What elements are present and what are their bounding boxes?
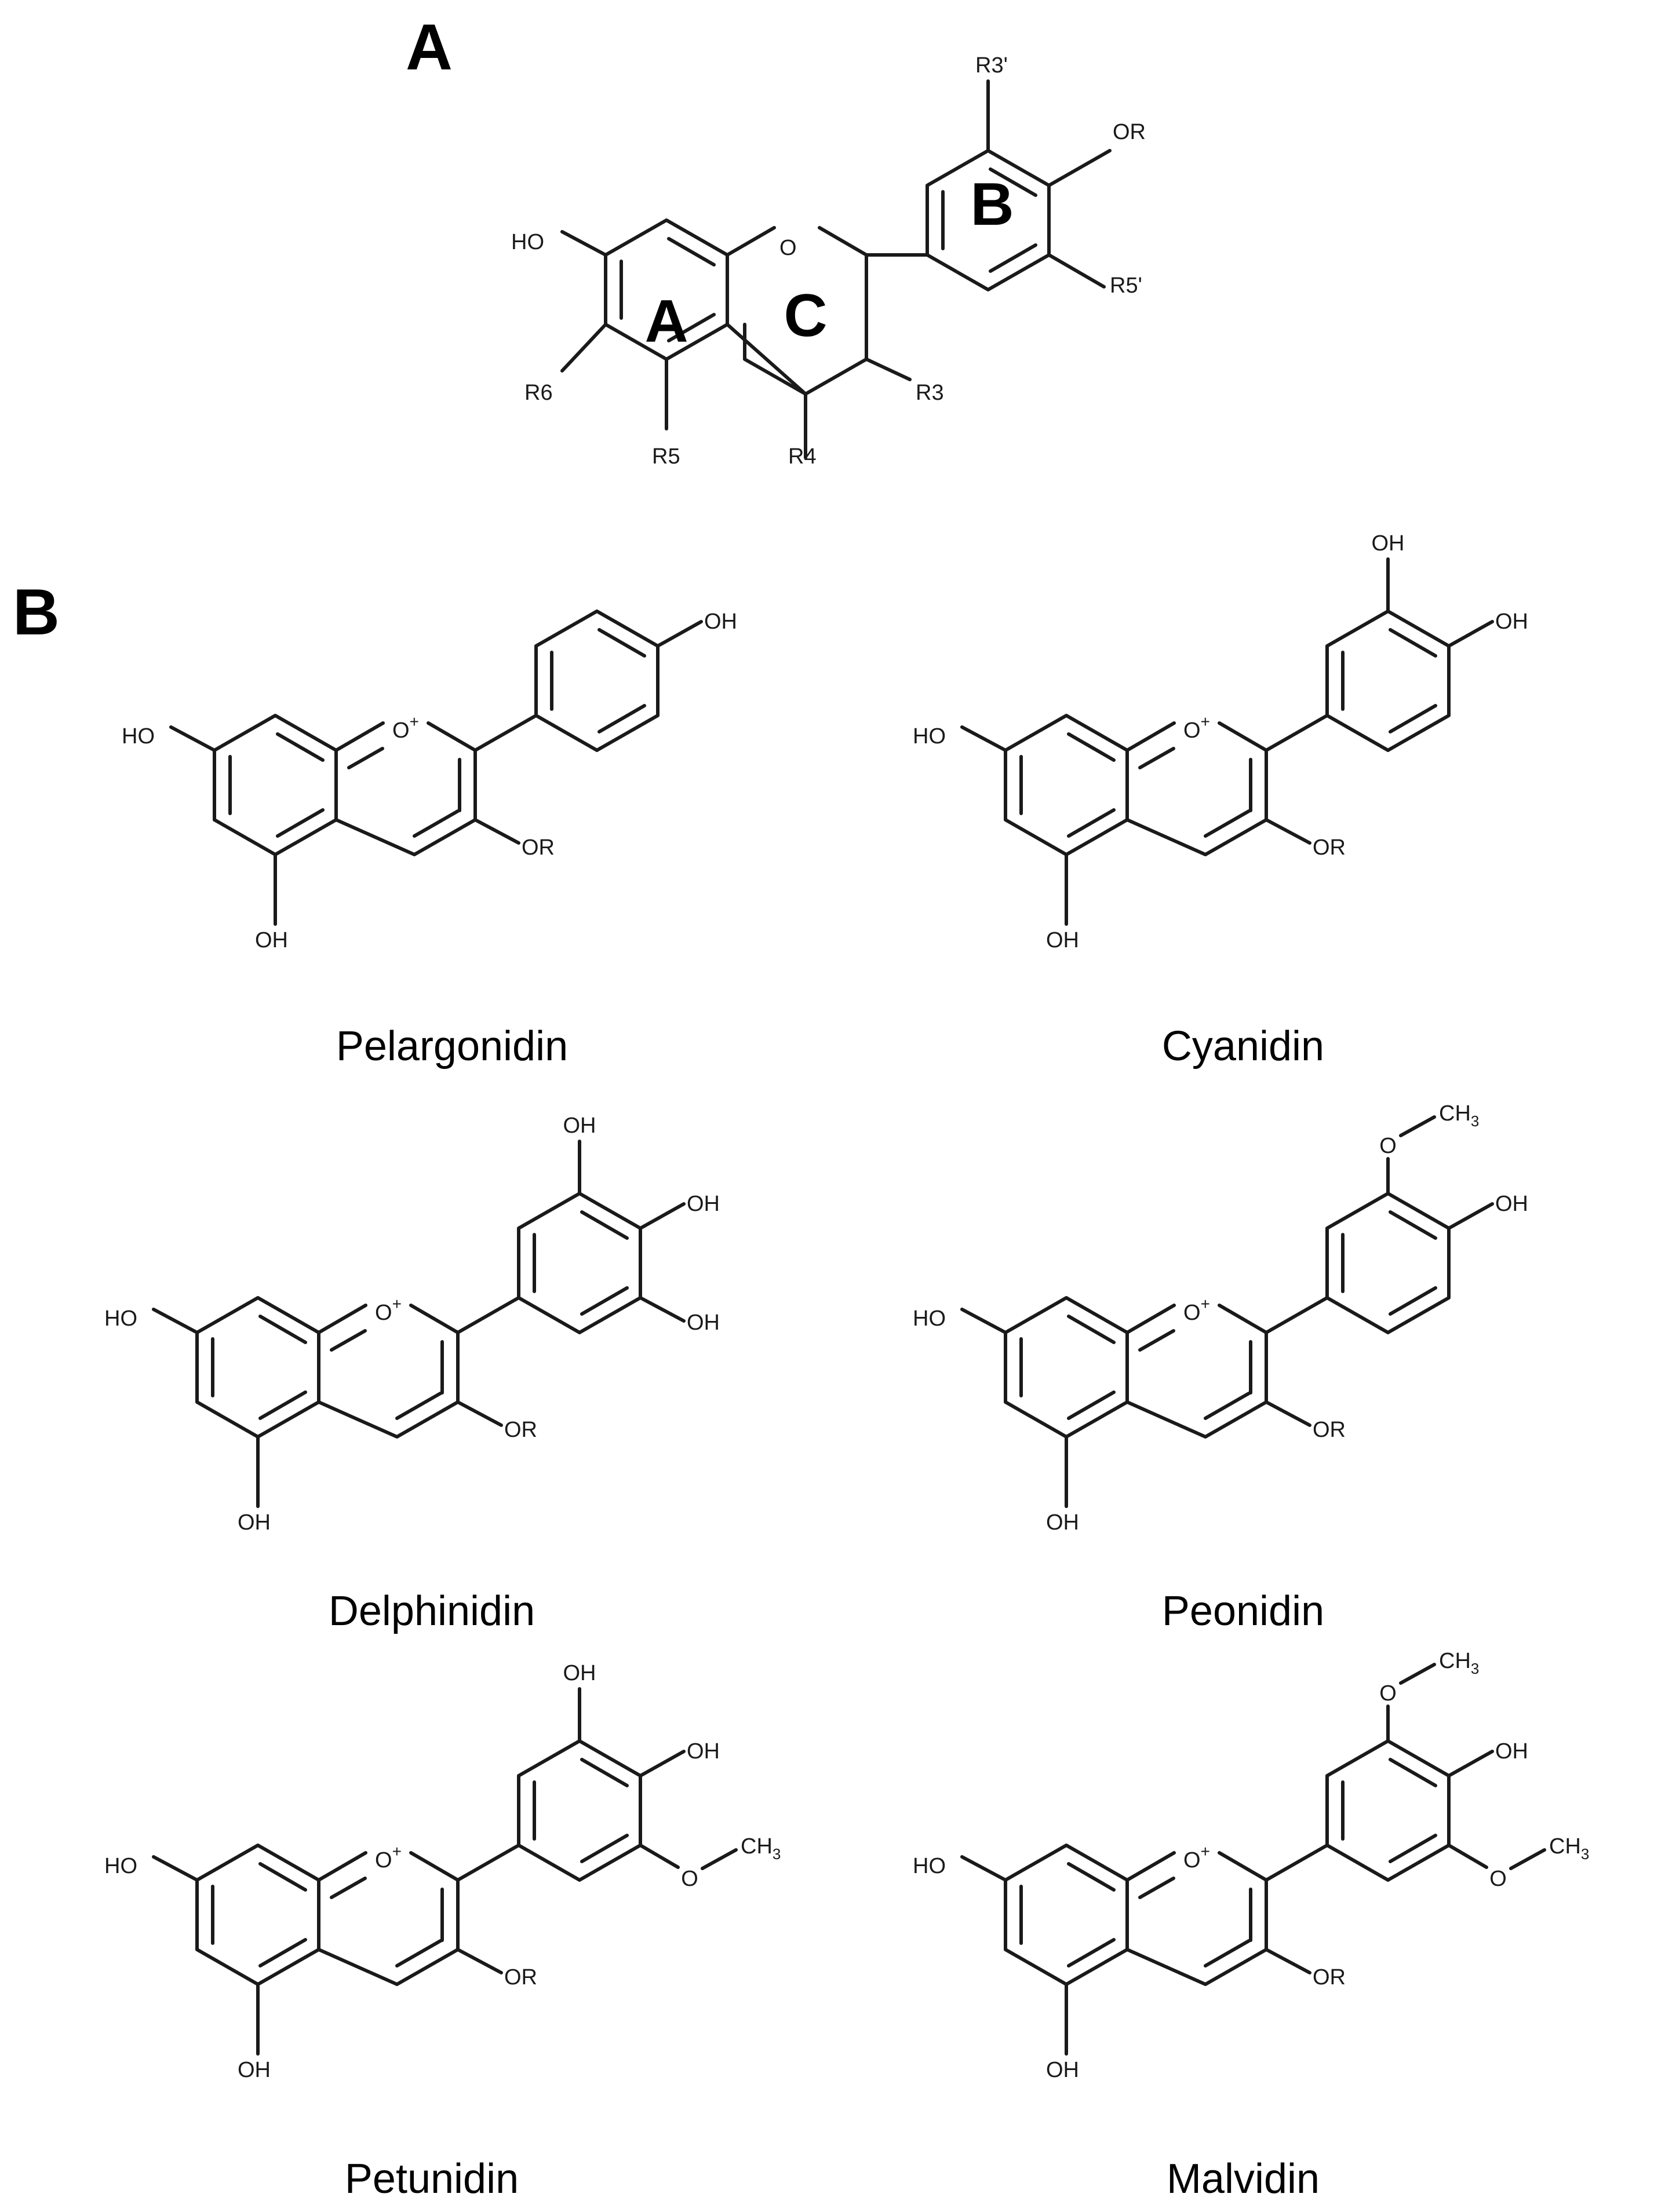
compound-petunidin: HO OH O+ OR OH OH O CH3 [104, 1661, 781, 2082]
core-skeleton-bonds [962, 1741, 1449, 2054]
compound-grid: HOOHO+OROHPelargonidinHOOHO+OROHOHCyanid… [104, 531, 1589, 2202]
ring-b-double-2 [989, 167, 1037, 197]
ring-b-letter: B [970, 171, 1014, 238]
ring-a-double-3 [667, 313, 716, 342]
b3-substituent-label: OH [563, 1661, 596, 1685]
or-3-label: OR [504, 1965, 537, 1990]
bond-or4p [1047, 149, 1112, 187]
core-skeleton-bonds [962, 611, 1449, 924]
bond-r5p [1047, 253, 1106, 289]
or-3-label: OR [1313, 1965, 1346, 1990]
hydroxyl-5-label: OH [1046, 1510, 1079, 1535]
oxonium-label: O+ [392, 713, 419, 743]
b5-methoxy-methyl-label: CH3 [1549, 1834, 1589, 1863]
oxonium-label: O+ [375, 1842, 402, 1872]
compound-name-label: Pelargonidin [336, 1023, 568, 1070]
r5-prime-label: R5' [1110, 273, 1142, 298]
panel-b-letter: B [13, 576, 60, 648]
compound-peonidin: HO OH O+ OR OH O CH3 [913, 1101, 1528, 1535]
b3-methoxy-oxygen-label: O [1379, 1134, 1397, 1158]
compound-name-label: Malvidin [1167, 2156, 1320, 2202]
r6-label: R6 [524, 381, 553, 405]
b3-methoxy-methyl-label: CH3 [1439, 1649, 1479, 1677]
b3-methoxy-methyl-label: CH3 [1439, 1101, 1479, 1130]
compound-name-label: Delphinidin [329, 1588, 535, 1634]
or-3-label: OR [1313, 1418, 1346, 1442]
b5-substituent-label: OH [687, 1311, 720, 1335]
ring-c-letter: C [784, 282, 827, 349]
oxonium-label: O+ [375, 1295, 402, 1325]
hydroxyl-5-label: OH [1046, 2058, 1079, 2082]
b5-methoxy-methyl-label: CH3 [741, 1834, 781, 1863]
hydroxyl-7-label: HO [511, 230, 544, 254]
b4-substituent-label: OH [1495, 609, 1528, 634]
hydroxyl-7-label: HO [122, 724, 155, 749]
compound-name-label: Peonidin [1162, 1588, 1324, 1634]
core-skeleton-bonds [154, 1741, 640, 2054]
b3-methoxy-oxygen-label: O [1379, 1681, 1397, 1706]
r3-label: R3 [916, 381, 944, 405]
or-4-prime-label: OR [1113, 120, 1146, 144]
bond-ho7 [560, 230, 607, 257]
bond-r6 [560, 323, 607, 373]
compound-pelargonidin: HO OH O+ OR OH [122, 609, 737, 952]
hydroxyl-7-label: HO [104, 1306, 137, 1331]
r4-label: R4 [788, 444, 817, 469]
hydroxyl-7-label: HO [913, 1306, 946, 1331]
or-3-label: OR [504, 1418, 537, 1442]
general-structure-bonds [560, 79, 1112, 459]
or-3-label: OR [522, 835, 555, 860]
b5-methoxy-oxygen-label: O [681, 1867, 698, 1891]
hydroxyl-7-label: HO [913, 724, 946, 749]
ring-a-letter: A [644, 288, 688, 355]
ring-c-fusion [726, 323, 807, 396]
oxonium-label: O+ [1183, 1295, 1210, 1325]
hydroxyl-5-label: OH [255, 928, 288, 952]
ring-c-bonds [726, 226, 868, 396]
compound-name-label: Cyanidin [1162, 1023, 1324, 1070]
compound-name-label: Petunidin [345, 2156, 519, 2202]
hydroxyl-5-label: OH [238, 1510, 271, 1535]
core-skeleton-bonds [154, 1193, 640, 1506]
or-3-label: OR [1313, 835, 1346, 860]
ring-b-double-3 [989, 243, 1037, 273]
hydroxyl-7-label: HO [104, 1854, 137, 1878]
general-structure: O HO R6 R5 R4 R3 R3' OR R5' A C B [511, 53, 1146, 469]
compound-delphinidin: HO OH O+ OR OH OH OH [104, 1114, 720, 1535]
compound-cyanidin: HO OH O+ OR OH OH [913, 531, 1528, 952]
hydroxyl-5-label: OH [1046, 928, 1079, 952]
b4-substituent-label: OH [687, 1192, 720, 1216]
b4-substituent-label: OH [687, 1739, 720, 1764]
b4-substituent-label: OH [1495, 1739, 1528, 1764]
r5-label: R5 [652, 444, 680, 469]
b4-substituent-label: OH [704, 609, 737, 634]
r3-prime-label: R3' [975, 53, 1008, 78]
hydroxyl-7-label: HO [913, 1854, 946, 1878]
ring-a-double-2 [667, 237, 716, 267]
core-skeleton-bonds [962, 1193, 1449, 1506]
b4-substituent-label: OH [1495, 1192, 1528, 1216]
ring-oxygen-label: O [779, 236, 797, 260]
bond-r3 [865, 357, 912, 381]
hydroxyl-5-label: OH [238, 2058, 271, 2082]
b5-methoxy-oxygen-label: O [1489, 1867, 1507, 1891]
oxonium-label: O+ [1183, 713, 1210, 743]
b3-substituent-label: OH [1372, 531, 1405, 556]
oxonium-label: O+ [1183, 1842, 1210, 1872]
b3-substituent-label: OH [563, 1114, 596, 1138]
core-skeleton-bonds [171, 611, 658, 924]
panel-a-letter: A [406, 11, 453, 83]
